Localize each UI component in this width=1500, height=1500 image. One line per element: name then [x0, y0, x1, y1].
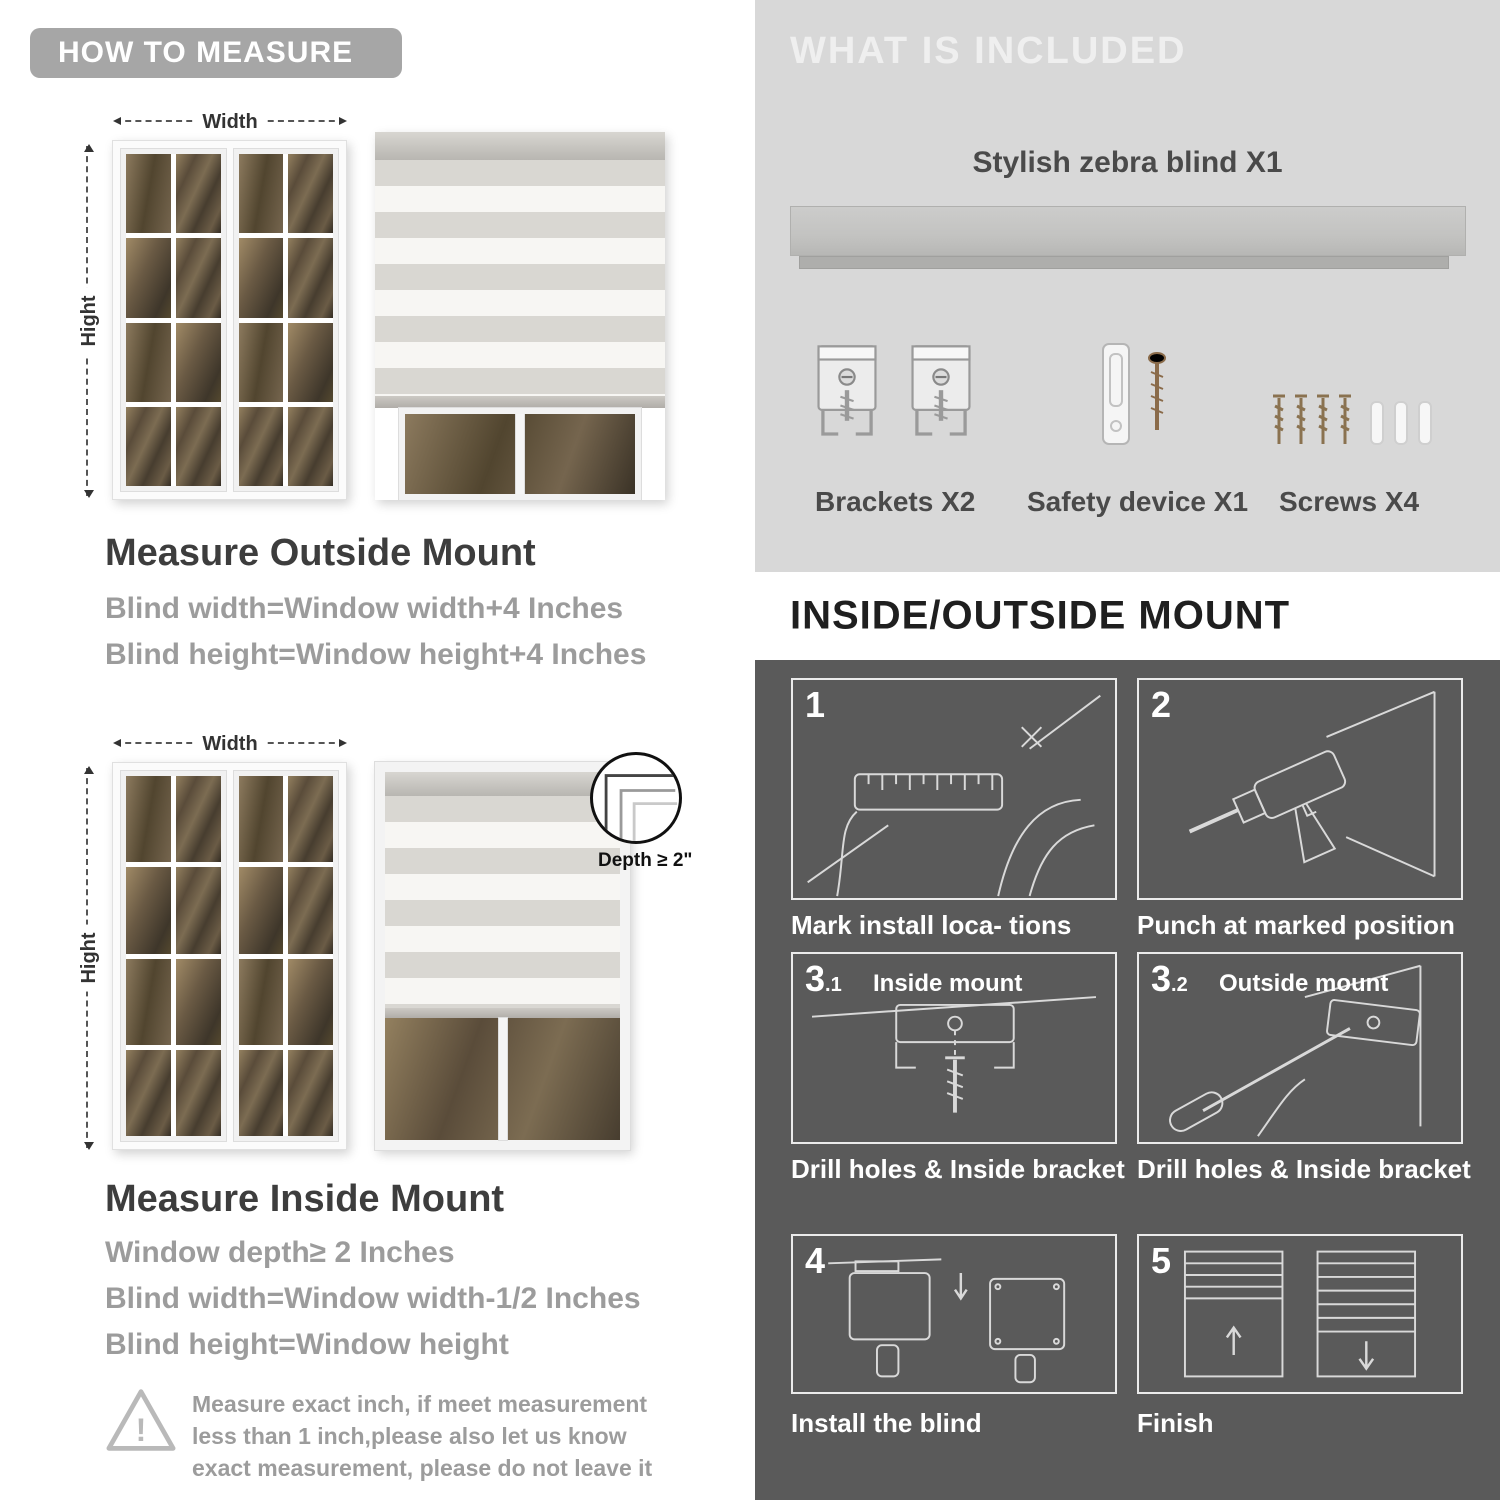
- step-3-2-caption: Drill holes & Inside bracket: [1137, 1154, 1471, 1184]
- blind-headrail: [375, 132, 665, 160]
- inside-mount-line1: Window depth≥ 2 Inches: [105, 1236, 455, 1269]
- safety-device-label: Safety device X1: [1027, 486, 1249, 517]
- height-label: Hight: [78, 287, 100, 355]
- blind-headrail-lip: [799, 256, 1449, 269]
- window-photo-outside: [112, 140, 347, 500]
- width-arrow: Width: [113, 733, 347, 755]
- step-illustration-inside-bracket: [811, 996, 1097, 1113]
- step-illustration-outside-bracket: [1169, 964, 1422, 1137]
- svg-text:!: !: [136, 1412, 147, 1448]
- installation-steps-section: 1 Mark install loca- tions 2: [755, 660, 1500, 1500]
- step-5-caption: Finish: [1137, 1408, 1214, 1438]
- window-under-blind: [385, 1018, 620, 1140]
- step-number: 3.1: [805, 958, 842, 999]
- inside-mount-line3: Blind height=Window height: [105, 1328, 509, 1361]
- step-3-2-box: 3.2 Outside mount: [1137, 952, 1463, 1144]
- blind-bottom-rail: [375, 396, 665, 408]
- measurement-warning-text: Measure exact inch, if meet measurement …: [192, 1391, 653, 1482]
- step-illustration-drill: [1188, 690, 1436, 878]
- blind-headrail-image: [790, 206, 1466, 256]
- window-casement: [120, 148, 227, 492]
- bracket-icon: [817, 345, 877, 436]
- step-2-box: 2: [1137, 678, 1463, 900]
- screws-label: Screws X4: [1279, 486, 1420, 517]
- window-casement: [232, 148, 339, 492]
- zebra-blind-inside-mount: [374, 761, 631, 1151]
- window-casement: [120, 770, 227, 1142]
- step-4-caption: Install the blind: [791, 1408, 982, 1438]
- step-2-caption: Punch at marked position: [1137, 910, 1455, 940]
- zebra-blind-outside-mount: [375, 132, 665, 501]
- outside-mount-line2: Blind height=Window height+4 Inches: [105, 638, 647, 671]
- window-photo-inside: [112, 762, 347, 1150]
- step-illustration-mark-locations: [807, 694, 1101, 897]
- bracket-icon: [911, 345, 971, 436]
- inside-mount-heading: Measure Inside Mount: [105, 1178, 505, 1220]
- what-is-included-section: WHAT IS INCLUDED Stylish zebra blind X1: [755, 0, 1500, 572]
- step-number: 5: [1151, 1240, 1172, 1281]
- warning-triangle-icon: !: [103, 1386, 179, 1459]
- outside-mount-heading: Measure Outside Mount: [105, 532, 536, 574]
- mount-title-strip: INSIDE/OUTSIDE MOUNT: [755, 572, 1500, 660]
- width-arrow: Width: [113, 111, 347, 133]
- step-number: 2: [1151, 684, 1172, 725]
- blind-stripes: [375, 160, 665, 396]
- blind-bottom-rail: [385, 1008, 620, 1018]
- step-3-2-label: Outside mount: [1219, 970, 1389, 997]
- window-corner-detail: [604, 774, 678, 841]
- width-label: Width: [192, 733, 268, 755]
- step-number: 1: [805, 684, 826, 725]
- brackets-label: Brackets X2: [815, 486, 976, 517]
- step-5-box: 5: [1137, 1234, 1463, 1394]
- zebra-blind-item-label: Stylish zebra blind X1: [972, 146, 1283, 179]
- inside-outside-mount-title: INSIDE/OUTSIDE MOUNT: [790, 593, 1291, 638]
- safety-device-icon: [1102, 343, 1166, 445]
- how-to-measure-title: HOW TO MEASURE: [30, 28, 402, 78]
- blind-headrail: [385, 772, 620, 796]
- height-label: Hight: [78, 924, 100, 992]
- blind-stripes: [385, 796, 620, 1008]
- step-1-caption: Mark install loca- tions: [791, 910, 1072, 940]
- step-number: 4: [805, 1240, 826, 1281]
- step-number: 3.2: [1151, 958, 1188, 999]
- height-arrow: Hight: [78, 144, 100, 498]
- what-is-included-title: WHAT IS INCLUDED: [790, 30, 1187, 72]
- inside-mount-line2: Blind width=Window width-1/2 Inches: [105, 1282, 641, 1315]
- step-illustration-finish: [1183, 1250, 1417, 1378]
- depth-label: Depth ≥ 2": [598, 850, 693, 871]
- width-label: Width: [192, 111, 268, 133]
- window-under-blind: [398, 407, 642, 501]
- depth-detail-magnifier: [590, 752, 682, 844]
- step-3-1-caption: Drill holes & Inside bracket: [791, 1154, 1125, 1184]
- step-3-1-label: Inside mount: [873, 970, 1023, 997]
- step-illustration-install-blind: [828, 1258, 1066, 1384]
- step-3-1-box: 3.1 Inside mount: [791, 952, 1117, 1144]
- screws-icon: [1273, 394, 1432, 445]
- outside-mount-line1: Blind width=Window width+4 Inches: [105, 592, 624, 625]
- height-arrow: Hight: [78, 766, 100, 1150]
- window-casement: [232, 770, 339, 1142]
- step-4-box: 4: [791, 1234, 1117, 1394]
- step-1-box: 1: [791, 678, 1117, 900]
